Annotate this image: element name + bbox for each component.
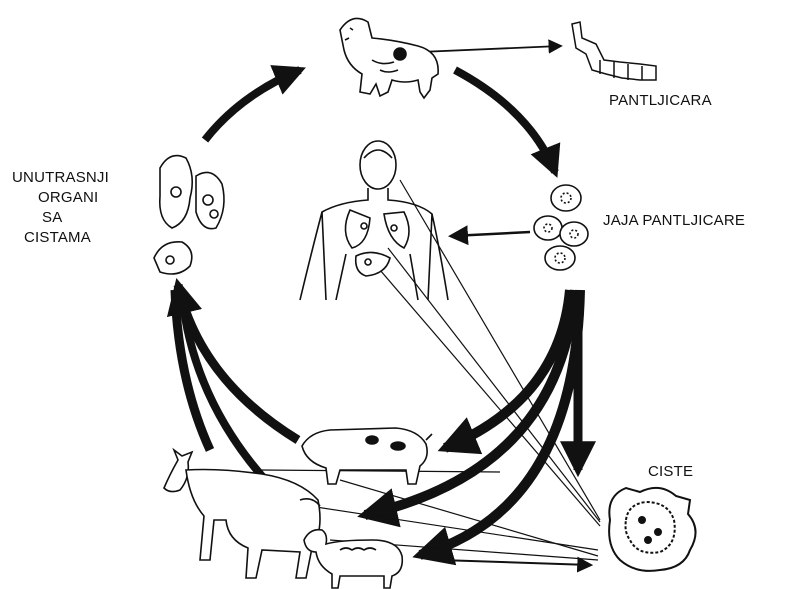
tapeworm-label: PANTLJICARA [609,91,712,111]
eggs-icon [534,185,588,270]
dog-icon [340,18,438,98]
arrow-cow-to-organs [175,290,210,450]
cysts-label: CISTE [648,462,693,482]
arrow-dog-to-eggs [455,70,555,172]
organs-label-line-3: SA [12,208,109,228]
arrow-eggs-to-human [452,232,530,236]
cyst-icon [609,488,695,571]
organs-label-line-4: CISTAMA [12,228,109,248]
arrow-eggs-to-pig [445,290,570,448]
arrow-eggs-to-cow [365,290,575,515]
organs-with-cysts-icon [154,156,224,274]
sheep-icon [304,530,402,588]
organs-label-line-2: ORGANI [12,188,109,208]
organs-label-line-1: UNUTRASNJI [12,168,109,188]
organs-with-cysts-label: UNUTRASNJI ORGANI SA CISTAMA [12,168,109,248]
eggs-label: JAJA PANTLJICARE [603,211,745,231]
human-figure-icon [300,141,448,300]
arrow-organs-to-dog [205,70,300,140]
pig-icon [302,428,432,484]
cow-icon [164,450,320,578]
arrow-to-cysts-low [440,560,590,565]
arrow-dog-to-tapeworm [420,46,560,52]
tapeworm-icon [572,22,656,80]
